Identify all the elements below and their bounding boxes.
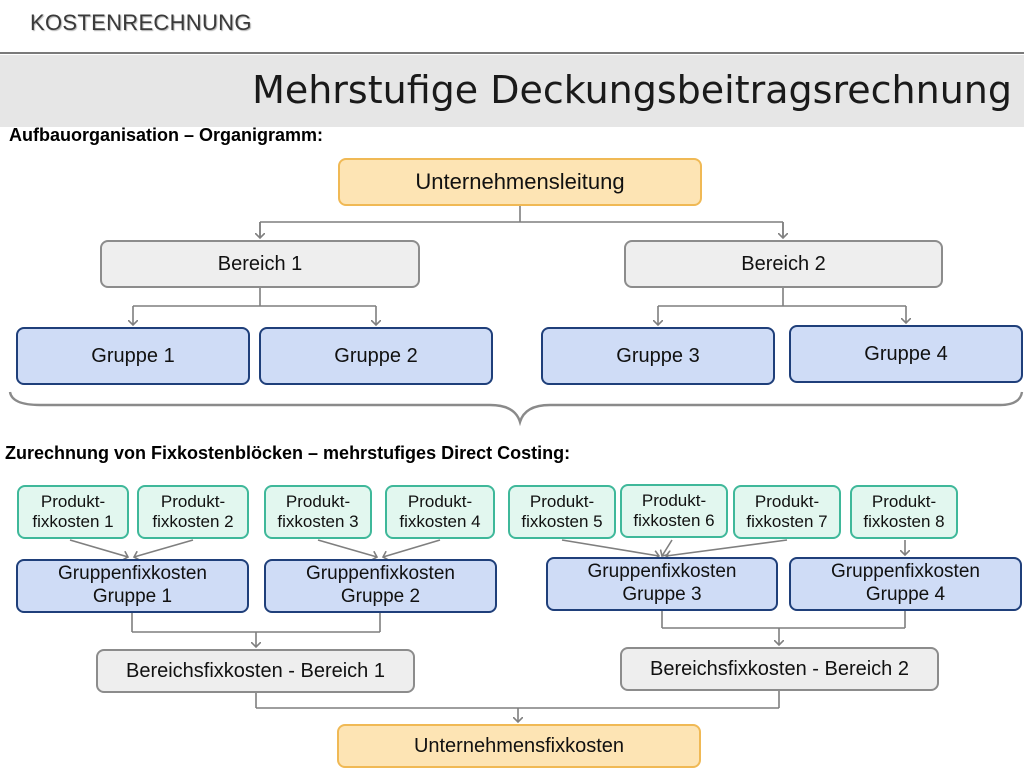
node-product-costs-5: Produkt-fixkosten 5 xyxy=(508,485,616,539)
node-product-costs-4: Produkt-fixkosten 4 xyxy=(385,485,495,539)
node-label-line1: Produkt- xyxy=(871,491,937,511)
node-area-costs-2: Bereichsfixkosten - Bereich 2 xyxy=(620,647,939,691)
node-product-costs-7: Produkt-fixkosten 7 xyxy=(733,485,841,539)
arrow-p3-g2 xyxy=(317,539,377,557)
node-label-line2: fixkosten 1 xyxy=(32,512,114,531)
node-label-line1: Gruppenfixkosten xyxy=(831,561,980,583)
node-label-line1: Produkt- xyxy=(160,491,226,511)
node-label-line1: Produkt- xyxy=(40,491,106,511)
node-label: Unternehmensleitung xyxy=(415,168,625,194)
connector-top-areas xyxy=(259,206,784,238)
node-label-line2: fixkosten 7 xyxy=(746,512,828,531)
node-area-2: Bereich 2 xyxy=(624,240,943,288)
connector-area2-groups xyxy=(658,288,906,307)
node-label: Gruppe 4 xyxy=(864,343,948,365)
title-band xyxy=(0,55,1024,127)
arrow-p6-g3 xyxy=(662,539,673,556)
node-label-line2: fixkosten 4 xyxy=(399,512,481,531)
node-label-line1: Produkt- xyxy=(641,490,707,510)
arrow-p4-g2 xyxy=(383,539,441,557)
node-label-line2: fixkosten 2 xyxy=(152,512,234,531)
node-label: Gruppe 2 xyxy=(334,345,418,367)
node-group-3: Gruppe 3 xyxy=(541,327,775,385)
arrow-p1-g1 xyxy=(69,539,128,557)
node-label-line1: Produkt- xyxy=(407,491,473,511)
node-label-line2: fixkosten 6 xyxy=(633,511,715,530)
node-company-costs: Unternehmensfixkosten xyxy=(337,724,701,768)
node-product-costs-1: Produkt-fixkosten 1 xyxy=(17,485,129,539)
node-label-line2: fixkosten 3 xyxy=(277,512,359,531)
node-label-line2: Gruppe 2 xyxy=(340,586,421,607)
node-area-1: Bereich 1 xyxy=(100,240,420,288)
node-label: Gruppe 3 xyxy=(616,345,700,367)
node-group-4: Gruppe 4 xyxy=(789,325,1023,383)
node-label-line1: Gruppenfixkosten xyxy=(306,563,455,585)
header-divider xyxy=(0,52,1024,54)
node-product-costs-8: Produkt-fixkosten 8 xyxy=(850,485,958,539)
node-area-costs-1: Bereichsfixkosten - Bereich 1 xyxy=(96,649,415,693)
node-product-costs-2: Produkt-fixkosten 2 xyxy=(137,485,249,539)
arrow-p7-g3 xyxy=(666,539,788,556)
connector-groups-area2 xyxy=(661,610,906,629)
node-label: Bereichsfixkosten - Bereich 1 xyxy=(125,660,385,682)
node-label-line1: Produkt- xyxy=(754,491,820,511)
node-product-costs-6: Produkt-fixkosten 6 xyxy=(620,484,728,538)
node-label-line2: Gruppe 3 xyxy=(622,584,702,605)
node-label-line1: Produkt- xyxy=(529,491,595,511)
connector-area1-groups xyxy=(133,288,376,307)
node-label: Bereich 1 xyxy=(217,253,303,275)
node-label: Unternehmensfixkosten xyxy=(413,735,625,757)
node-product-costs-3: Produkt-fixkosten 3 xyxy=(264,485,372,539)
node-label-line1: Gruppenfixkosten xyxy=(587,561,737,583)
arrow-p2-g1 xyxy=(134,539,194,557)
node-label: Gruppe 1 xyxy=(91,345,175,367)
page-title: Mehrstufige Deckungsbeitragsrechnung xyxy=(252,68,1012,112)
node-label-line1: Gruppenfixkosten xyxy=(58,563,207,585)
node-label-line1: Produkt- xyxy=(285,491,351,511)
direct-costing-heading: Zurechnung von Fixkostenblöcken – mehrst… xyxy=(5,443,571,463)
node-label-line2: fixkosten 8 xyxy=(863,512,945,531)
node-group-2: Gruppe 2 xyxy=(259,327,493,385)
node-label: Bereichsfixkosten - Bereich 2 xyxy=(649,658,909,680)
arrow-p5-g3 xyxy=(561,539,659,556)
node-company-management: Unternehmensleitung xyxy=(338,158,702,206)
connector-groups-area1 xyxy=(131,612,381,633)
org-chart-heading: Aufbauorganisation – Organigramm: xyxy=(9,125,324,145)
node-label-line2: fixkosten 5 xyxy=(521,512,603,531)
node-group-1: Gruppe 1 xyxy=(16,327,250,385)
node-label-line2: Gruppe 4 xyxy=(865,584,946,605)
section-label: KOSTENRECHNUNG xyxy=(30,10,252,35)
node-label: Bereich 2 xyxy=(741,253,826,275)
curly-brace xyxy=(8,391,1024,427)
node-label-line2: Gruppe 1 xyxy=(92,586,173,607)
